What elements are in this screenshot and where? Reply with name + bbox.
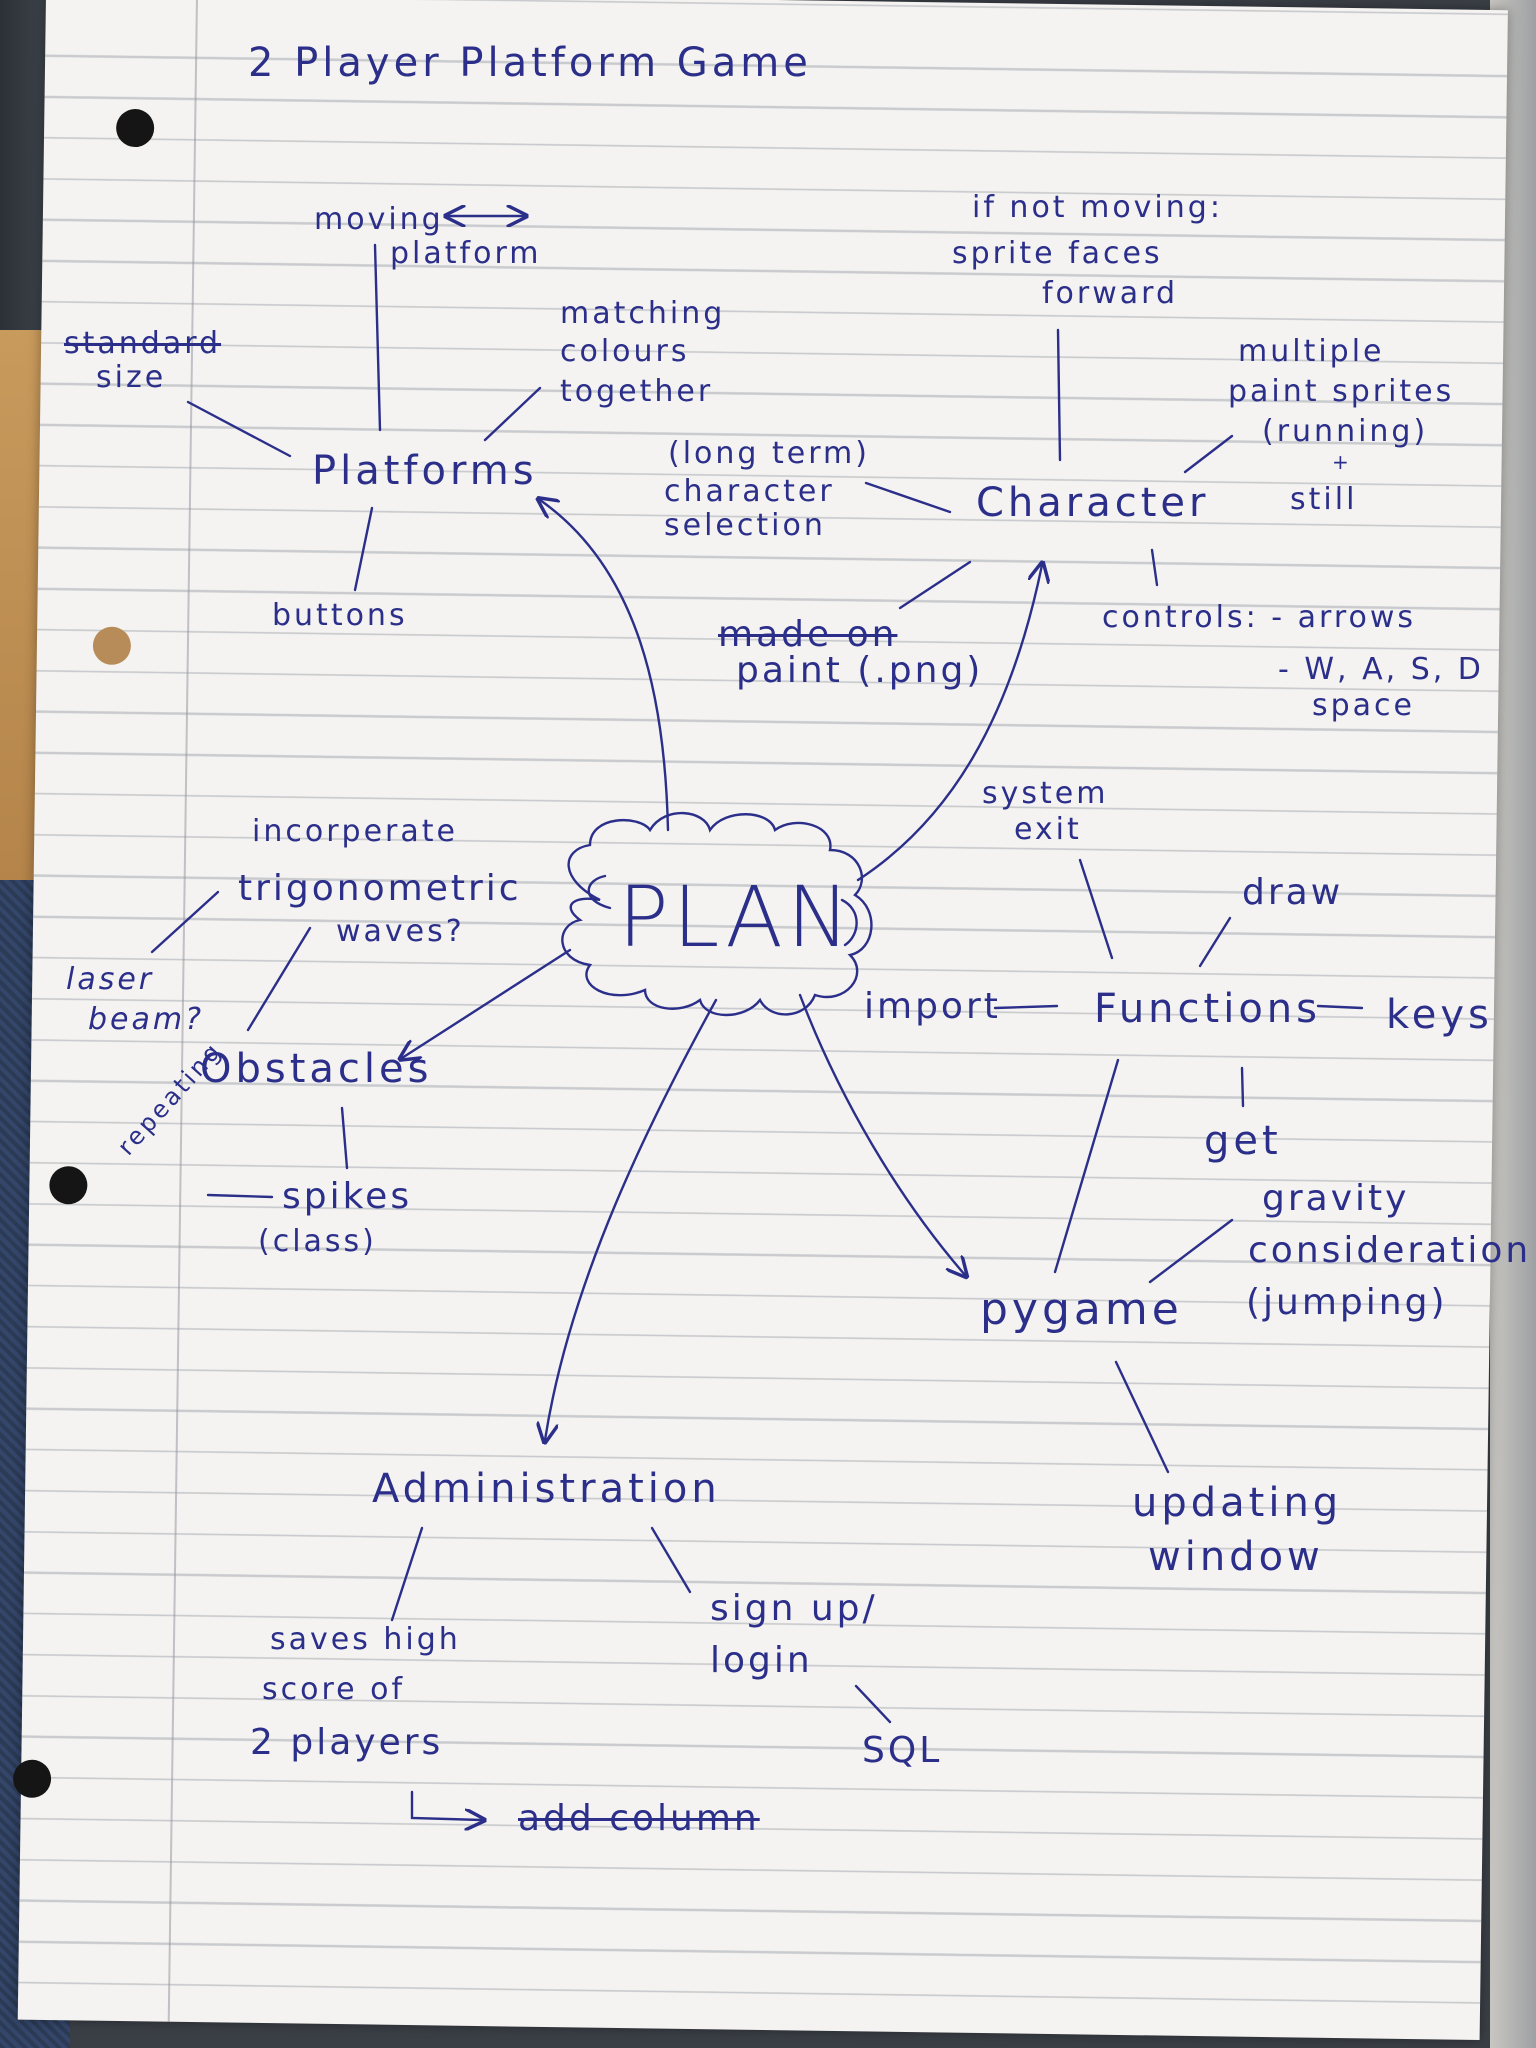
trigonometric-label: trigonometric bbox=[238, 868, 522, 909]
character-selection-label-2: selection bbox=[664, 508, 826, 543]
running-label: (running) bbox=[1262, 414, 1429, 449]
functions-node: Functions bbox=[1094, 986, 1321, 1032]
plus-label: + bbox=[1332, 450, 1352, 474]
pygame-node: pygame bbox=[980, 1284, 1183, 1335]
saves-high-label: saves high bbox=[270, 1622, 461, 1657]
multiple-label: multiple bbox=[1238, 334, 1385, 369]
character-node: Character bbox=[976, 480, 1210, 526]
gravity-label: gravity bbox=[1262, 1178, 1410, 1219]
import-label: import bbox=[864, 986, 1001, 1027]
login-label: login bbox=[710, 1640, 813, 1681]
together-label: together bbox=[560, 374, 714, 409]
paint-sprites-label: paint sprites bbox=[1228, 374, 1455, 409]
jumping-label: (jumping) bbox=[1246, 1282, 1448, 1323]
sign-up-label: sign up/ bbox=[710, 1588, 878, 1629]
arrow-to-pygame bbox=[798, 993, 965, 1275]
arrow-to-character bbox=[856, 565, 1042, 882]
buttons-label: buttons bbox=[272, 598, 408, 633]
plan-center-label: PLAN bbox=[618, 868, 854, 966]
matching-label: matching bbox=[560, 296, 726, 331]
arrow-to-platforms bbox=[540, 500, 670, 832]
sprite-faces-label: sprite faces bbox=[952, 236, 1163, 271]
system-label: system bbox=[982, 776, 1109, 811]
still-label: still bbox=[1290, 482, 1358, 517]
platforms-node: Platforms bbox=[312, 448, 538, 494]
keys-label: keys bbox=[1386, 992, 1493, 1038]
long-term-label: (long term) bbox=[668, 436, 870, 471]
waves-label: waves? bbox=[336, 914, 465, 949]
arrow-to-administration bbox=[545, 998, 718, 1440]
exit-label: exit bbox=[1014, 812, 1082, 847]
incorperate-label: incorperate bbox=[252, 814, 458, 849]
class-label: (class) bbox=[258, 1224, 377, 1259]
paint-png-label: paint (.png) bbox=[736, 650, 984, 691]
consideration-label: consideration bbox=[1248, 1230, 1532, 1271]
sql-label: SQL bbox=[862, 1730, 943, 1771]
standard-label: standard bbox=[64, 326, 222, 361]
administration-node: Administration bbox=[372, 1466, 721, 1512]
page-title: 2 Player Platform Game bbox=[248, 40, 812, 86]
platform-label: platform bbox=[390, 236, 542, 271]
plan-cloud bbox=[561, 811, 873, 1017]
updating-label: updating bbox=[1132, 1480, 1343, 1526]
score-of-label: score of bbox=[262, 1672, 406, 1707]
spikes-label: spikes bbox=[282, 1176, 413, 1217]
character-selection-label-1: character bbox=[664, 474, 835, 509]
window-label: window bbox=[1148, 1534, 1324, 1580]
laser-label: laser bbox=[66, 962, 155, 997]
if-not-moving-label: if not moving: bbox=[972, 190, 1223, 225]
forward-label: forward bbox=[1042, 276, 1179, 311]
controls-label: controls: - arrows bbox=[1102, 600, 1417, 635]
get-label: get bbox=[1204, 1118, 1282, 1164]
moving-label: moving bbox=[314, 202, 444, 237]
obstacles-node: Obstacles bbox=[200, 1046, 433, 1092]
add-column-label: add column bbox=[518, 1798, 760, 1839]
wasd-label: - W, A, S, D bbox=[1278, 652, 1484, 687]
made-on-label: made on bbox=[718, 614, 898, 655]
arrow-to-obstacles bbox=[402, 948, 572, 1058]
two-players-label: 2 players bbox=[250, 1722, 444, 1763]
colours-label: colours bbox=[560, 334, 690, 369]
beam-label: beam? bbox=[88, 1002, 205, 1037]
draw-label: draw bbox=[1242, 872, 1344, 913]
size-label: size bbox=[96, 360, 167, 395]
space-label: space bbox=[1312, 688, 1416, 723]
